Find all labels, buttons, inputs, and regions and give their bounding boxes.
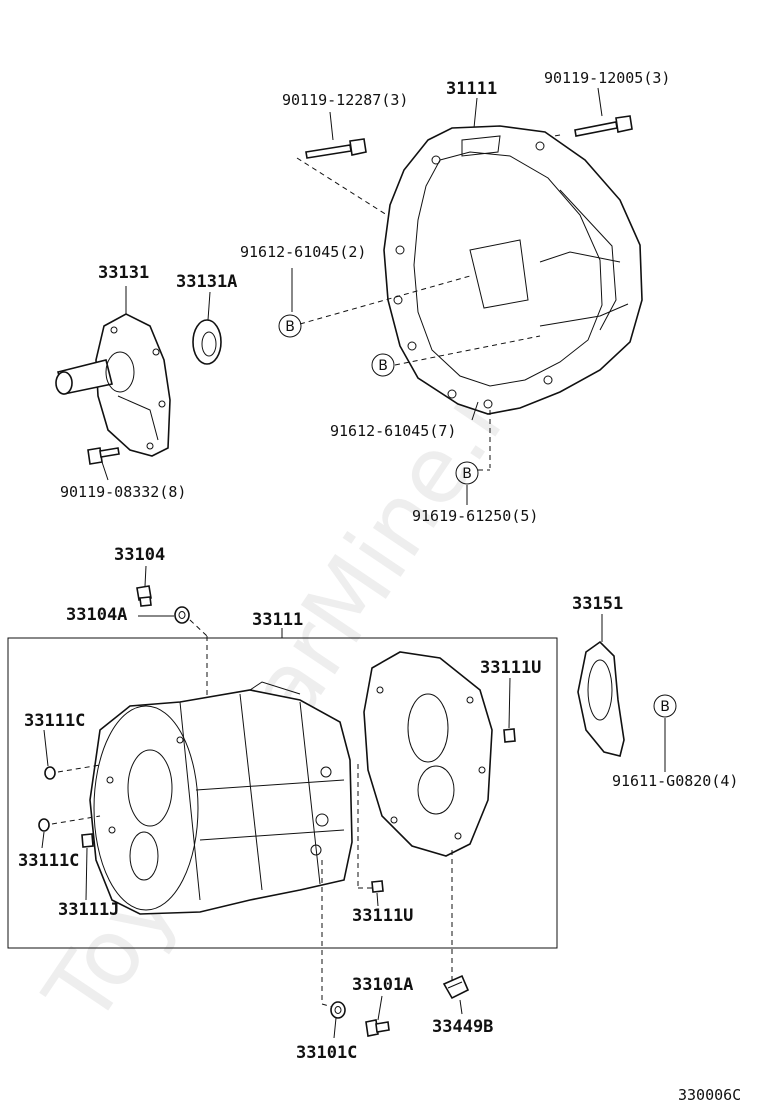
label-33131: 33131 (98, 263, 149, 283)
label-90119-12287: 90119-12287(3) (282, 91, 408, 109)
figure-code: 330006C (678, 1086, 741, 1104)
label-33111: 33111 (252, 610, 303, 630)
label-33101A: 33101A (352, 975, 413, 995)
label-33111C-upper: 33111C (24, 711, 85, 731)
label-91612-61045-7: 91612-61045(7) (330, 422, 456, 440)
pin-33111C-upper[interactable] (44, 766, 56, 780)
gasket-33104A[interactable] (174, 606, 190, 624)
pin-33111J[interactable] (81, 833, 94, 848)
gasket-33101C[interactable] (330, 1001, 346, 1019)
callout-b-lower: B (455, 461, 479, 485)
bolt-90119-08332[interactable] (87, 447, 120, 465)
label-33111J: 33111J (58, 900, 119, 920)
svg-text:B: B (660, 699, 670, 715)
plug-33101A[interactable] (365, 1019, 390, 1037)
svg-text:B: B (285, 319, 295, 335)
oil-seal-33131A[interactable] (192, 319, 222, 365)
seal-33151[interactable] (577, 640, 625, 757)
callout-b-middle: B (371, 353, 395, 377)
label-33104A: 33104A (66, 605, 127, 625)
label-33101C: 33101C (296, 1043, 357, 1063)
label-33449B: 33449B (432, 1017, 493, 1037)
label-33111U-bottom: 33111U (352, 906, 413, 926)
label-91612-61045-2: 91612-61045(2) (240, 243, 366, 261)
pin-33111U-bottom[interactable] (371, 880, 384, 893)
label-33151: 33151 (572, 594, 623, 614)
pin-33111U-right[interactable] (503, 728, 516, 743)
label-33104: 33104 (114, 545, 165, 565)
label-90119-12005: 90119-12005(3) (544, 69, 670, 87)
bolt-90119-12005[interactable] (574, 115, 633, 137)
bolt-90119-12287[interactable] (305, 138, 367, 159)
pin-33111C-lower[interactable] (38, 818, 50, 832)
label-31111: 31111 (446, 79, 497, 99)
callout-b-upper: B (278, 314, 302, 338)
label-91619-61250: 91619-61250(5) (412, 507, 538, 525)
label-33111C-lower: 33111C (18, 851, 79, 871)
extension-housing-33131[interactable] (55, 313, 171, 457)
clutch-housing-31111[interactable] (383, 125, 643, 415)
callout-b-bottom: B (653, 694, 677, 718)
adapter-plate[interactable] (363, 651, 493, 857)
label-90119-08332: 90119-08332(8) (60, 483, 186, 501)
label-33131A: 33131A (176, 272, 237, 292)
label-91611-G0820: 91611-G0820(4) (612, 772, 738, 790)
svg-text:B: B (462, 466, 472, 482)
breather-33449B[interactable] (442, 974, 470, 1000)
svg-text:B: B (378, 358, 388, 374)
plug-33104[interactable] (136, 585, 152, 607)
transmission-case-33111[interactable] (89, 681, 353, 915)
watermark: ToyotaCarMine.ru (24, 316, 563, 1043)
label-33111U-right: 33111U (480, 658, 541, 678)
